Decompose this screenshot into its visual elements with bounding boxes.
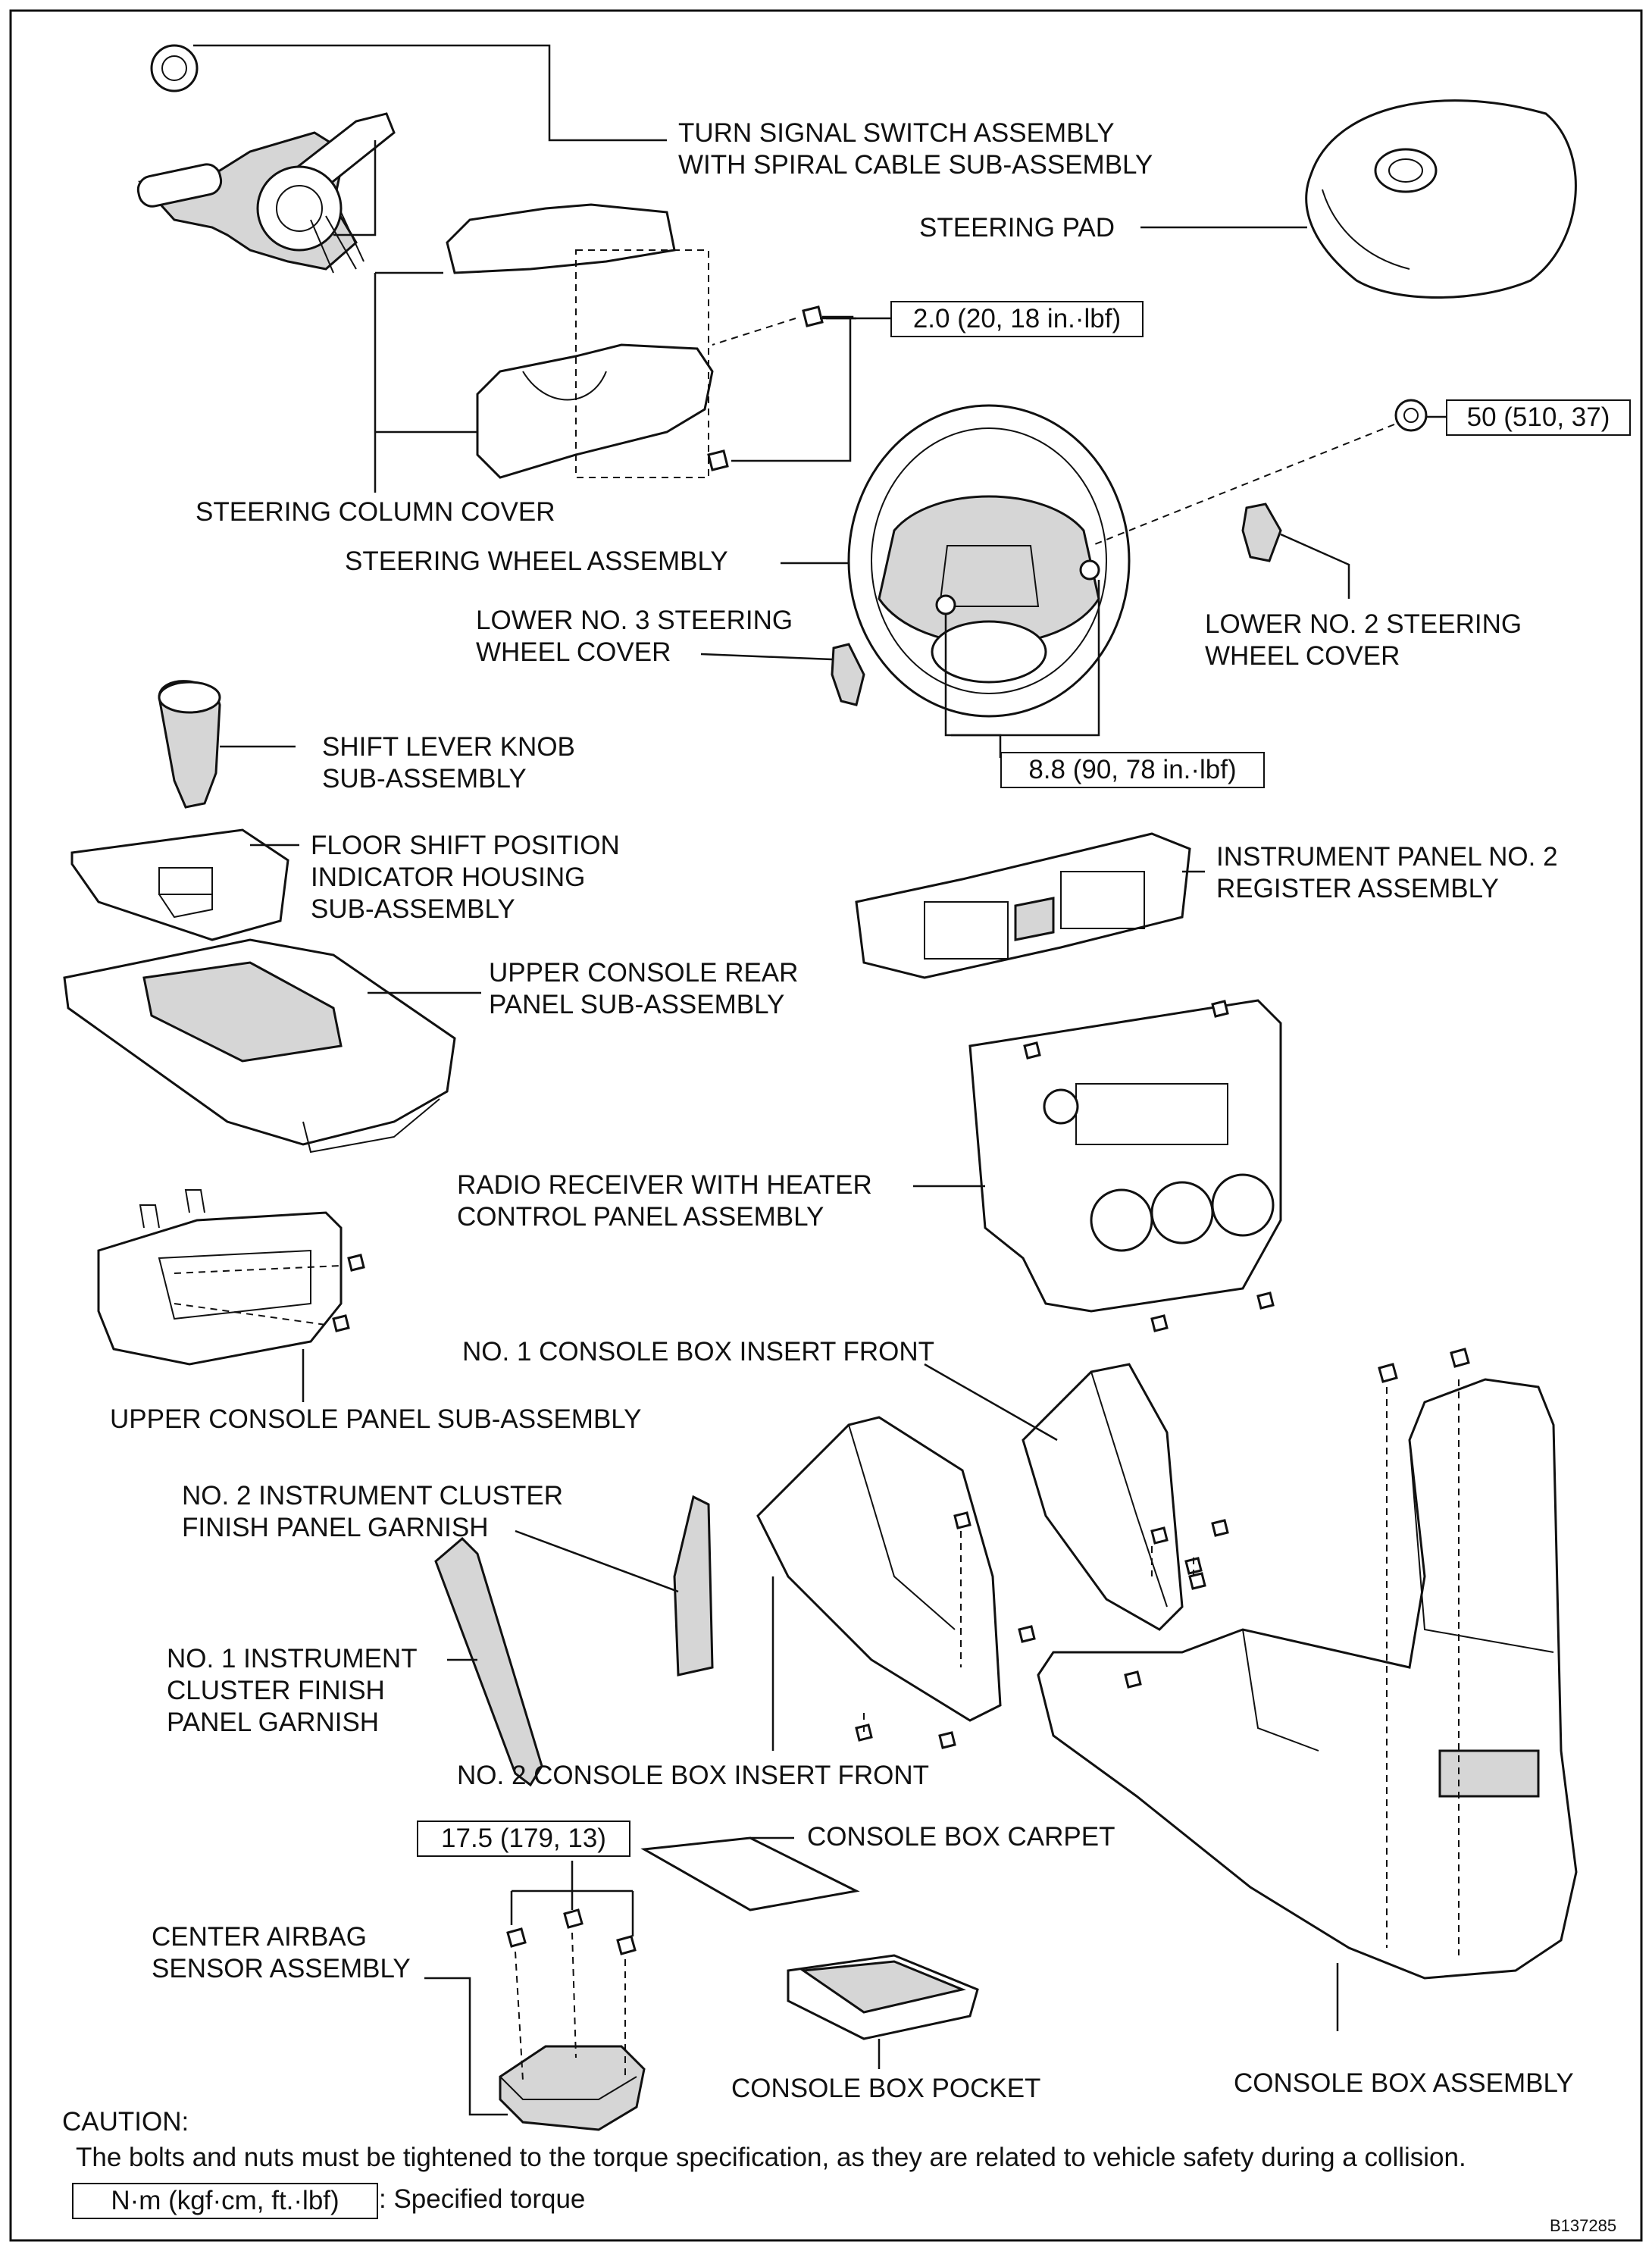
steering-pad-label: STEERING PAD xyxy=(919,213,1115,243)
airbag-sensor-label: CENTER AIRBAG SENSOR ASSEMBLY xyxy=(152,1921,411,1985)
no2-cluster-garnish-label-line-2: FINISH PANEL GARNISH xyxy=(182,1513,489,1542)
radio-label-line-2: CONTROL PANEL ASSEMBLY xyxy=(457,1202,824,1232)
no2-cluster-garnish-label: NO. 2 INSTRUMENT CLUSTER FINISH PANEL GA… xyxy=(182,1480,563,1544)
no1-console-insert-part xyxy=(1022,1363,1184,1631)
lower-no2-cover-part xyxy=(1241,502,1282,562)
no1-cluster-garnish-label-line-3: PANEL GARNISH xyxy=(167,1708,380,1737)
no2-cluster-garnish-label-line-1: NO. 2 INSTRUMENT CLUSTER xyxy=(182,1481,564,1511)
lower-no3-cover-part xyxy=(831,643,865,706)
radio-receiver-label: RADIO RECEIVER WITH HEATER CONTROL PANEL… xyxy=(457,1169,872,1233)
console-pocket-drawing xyxy=(787,1954,979,2040)
figure-code: B137285 xyxy=(1550,2216,1617,2235)
upper-console-rear-label-line-1: UPPER CONSOLE REAR xyxy=(489,958,799,988)
register-label: INSTRUMENT PANEL NO. 2 REGISTER ASSEMBLY xyxy=(1216,841,1558,905)
airbag-sensor-label-line-1: CENTER AIRBAG xyxy=(152,1922,367,1952)
console-pocket-label: CONSOLE BOX POCKET xyxy=(731,2074,1041,2103)
register-label-line-1: INSTRUMENT PANEL NO. 2 xyxy=(1216,842,1558,872)
shift-knob-label-line-1: SHIFT LEVER KNOB xyxy=(322,732,575,762)
lower-no2-cover-label: LOWER NO. 2 STEERING WHEEL COVER xyxy=(1205,609,1522,672)
airbag-sensor-label-line-2: SENSOR ASSEMBLY xyxy=(152,1954,411,1983)
steering-column-cover-label: STEERING COLUMN COVER xyxy=(196,497,555,527)
column-cover-bolts xyxy=(707,305,824,471)
turn-signal-label-line-1: TURN SIGNAL SWITCH ASSEMBLY xyxy=(678,118,1115,148)
lower-no2-label-line-1: LOWER NO. 2 STEERING xyxy=(1205,609,1522,639)
lower-no3-cover-label: LOWER NO. 3 STEERING WHEEL COVER xyxy=(476,605,793,668)
steering-wheel-nut xyxy=(1394,399,1428,432)
floor-shift-housing-label: FLOOR SHIFT POSITION INDICATOR HOUSING S… xyxy=(311,830,620,925)
register-drawing xyxy=(855,832,1191,979)
upper-console-panel-label: UPPER CONSOLE PANEL SUB-ASSEMBLY xyxy=(110,1404,642,1434)
no1-cluster-garnish-label: NO. 1 INSTRUMENT CLUSTER FINISH PANEL GA… xyxy=(167,1643,418,1739)
console-carpet-label: CONSOLE BOX CARPET xyxy=(807,1822,1115,1852)
radio-label-line-1: RADIO RECEIVER WITH HEATER xyxy=(457,1170,872,1200)
upper-console-rear-label: UPPER CONSOLE REAR PANEL SUB-ASSEMBLY xyxy=(489,957,798,1021)
caution-heading: CAUTION: xyxy=(62,2107,189,2137)
steering-pad-drawing xyxy=(1305,99,1577,299)
turn-signal-label-line-2: WITH SPIRAL CABLE SUB-ASSEMBLY xyxy=(678,150,1153,180)
upper-console-rear-drawing xyxy=(63,938,456,1154)
no2-console-insert-part xyxy=(756,1416,1002,1722)
steering-column-cover-drawing xyxy=(446,203,714,479)
page-border xyxy=(9,9,1643,2242)
leader-lines xyxy=(193,44,1446,2116)
floor-shift-label-line-1: FLOOR SHIFT POSITION xyxy=(311,831,620,860)
lower-no3-label-line-1: LOWER NO. 3 STEERING xyxy=(476,606,793,635)
register-label-line-2: REGISTER ASSEMBLY xyxy=(1216,874,1499,903)
legend-torque-box: N·m (kgf·cm, ft.·lbf) xyxy=(72,2183,378,2219)
floor-shift-housing-drawing xyxy=(70,828,289,941)
radio-receiver-drawing xyxy=(968,999,1282,1313)
torque-airbag-sensor: 17.5 (179, 13) xyxy=(417,1821,630,1857)
turn-signal-switch-label: TURN SIGNAL SWITCH ASSEMBLY WITH SPIRAL … xyxy=(678,117,1153,181)
lower-no3-label-line-2: WHEEL COVER xyxy=(476,637,671,667)
lower-no2-label-line-2: WHEEL COVER xyxy=(1205,641,1400,671)
no1-cluster-garnish-label-line-1: NO. 1 INSTRUMENT xyxy=(167,1644,418,1673)
no1-cluster-garnish-label-line-2: CLUSTER FINISH xyxy=(167,1676,385,1705)
floor-shift-label-line-3: SUB-ASSEMBLY xyxy=(311,894,515,924)
steering-wheel-label: STEERING WHEEL ASSEMBLY xyxy=(345,546,728,576)
shift-lever-knob-drawing xyxy=(158,680,221,809)
no2-cluster-garnish-part xyxy=(673,1495,714,1677)
torque-column-cover: 2.0 (20, 18 in.·lbf) xyxy=(890,301,1144,337)
upper-console-panel-drawing xyxy=(97,1189,343,1366)
upper-console-rear-label-line-2: PANEL SUB-ASSEMBLY xyxy=(489,990,785,1019)
no2-console-insert-label: NO. 2 CONSOLE BOX INSERT FRONT xyxy=(457,1761,929,1790)
torque-wheel-covers: 8.8 (90, 78 in.·lbf) xyxy=(1000,752,1265,788)
legend-meaning: : Specified torque xyxy=(379,2184,586,2214)
no1-console-insert-label: NO. 1 CONSOLE BOX INSERT FRONT xyxy=(462,1337,934,1367)
steering-wheel-drawing xyxy=(847,404,1131,718)
turn-signal-switch-drawing xyxy=(136,44,396,274)
console-box-assembly-drawing xyxy=(1037,1378,1578,1980)
console-carpet-part xyxy=(640,1836,860,1911)
no1-cluster-garnish-part xyxy=(434,1536,543,1787)
caution-text: The bolts and nuts must be tightened to … xyxy=(76,2143,1466,2172)
torque-wheel-nut: 50 (510, 37) xyxy=(1446,399,1631,436)
shift-lever-knob-label: SHIFT LEVER KNOB SUB-ASSEMBLY xyxy=(322,731,575,795)
floor-shift-label-line-2: INDICATOR HOUSING xyxy=(311,863,586,892)
airbag-sensor-drawing xyxy=(499,2045,646,2131)
shift-knob-label-line-2: SUB-ASSEMBLY xyxy=(322,764,527,794)
console-assembly-label: CONSOLE BOX ASSEMBLY xyxy=(1234,2068,1574,2098)
